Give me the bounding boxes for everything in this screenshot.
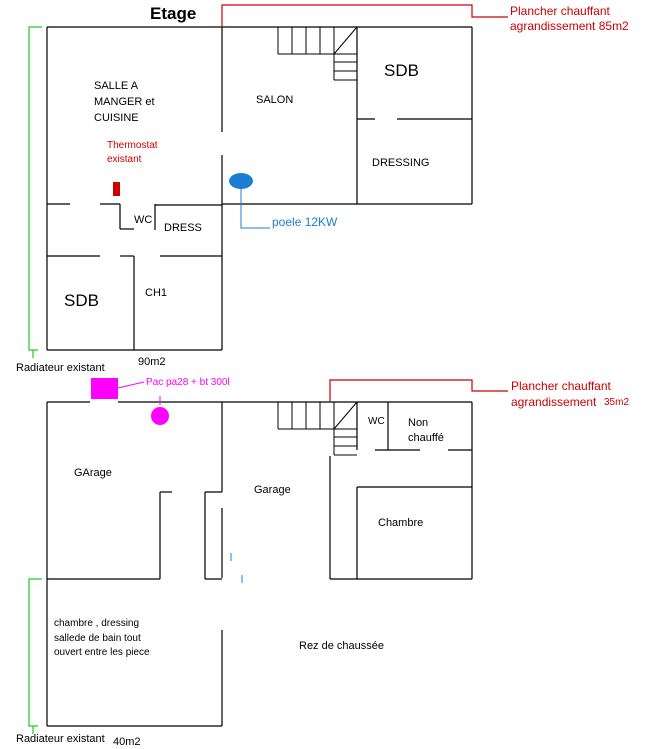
room-wc-upper-label: WC bbox=[134, 214, 152, 226]
room-dress-label: DRESS bbox=[164, 222, 202, 234]
radiator-lower-label: Radiateur existant bbox=[16, 733, 105, 745]
room-non-heated-label-2: chauffé bbox=[408, 432, 444, 444]
heat-pump-leader-line bbox=[117, 381, 145, 389]
thermostat-label-2: existant bbox=[107, 154, 142, 165]
upper-floor-title: Etage bbox=[150, 4, 196, 23]
room-sdb-bottom-label: SDB bbox=[64, 291, 99, 310]
upper-floor: Etage bbox=[16, 4, 629, 374]
ground-staircase bbox=[277, 401, 358, 456]
floor-heating-lower-bracket bbox=[329, 379, 508, 402]
heat-pump-label: Pac pa28 + bt 300l bbox=[146, 377, 230, 388]
heat-pump-icon bbox=[91, 378, 118, 399]
water-tank-icon bbox=[151, 407, 169, 425]
room-dining-label-1: SALLE A bbox=[94, 80, 139, 92]
stove-label: poele 12KW bbox=[272, 215, 338, 229]
radiator-upper-line bbox=[28, 26, 42, 351]
room-chambre-label: Chambre bbox=[378, 517, 423, 529]
floor-heating-upper-label-2: agrandissement 85m2 bbox=[510, 19, 629, 33]
room-wc-ground-label: WC bbox=[368, 416, 385, 427]
floor-heating-upper-label-1: Plancher chauffant bbox=[510, 4, 611, 18]
room-open-area-label-2: salledе de bain tout bbox=[54, 633, 141, 644]
ground-floor-walls bbox=[46, 401, 473, 727]
room-garage-center-label: Garage bbox=[254, 484, 291, 496]
floor-heating-lower-label-2: agrandissement bbox=[511, 395, 597, 409]
floor-heating-lower-label-1: Plancher chauffant bbox=[511, 379, 612, 393]
upper-staircase bbox=[277, 26, 358, 81]
room-dining-label-3: CUISINE bbox=[94, 112, 139, 124]
thermostat-label-1: Thermostat bbox=[107, 140, 158, 151]
radiator-lower-line bbox=[28, 578, 42, 727]
room-open-area-label-1: chambre , dressing bbox=[54, 618, 139, 629]
stove-leader-line bbox=[240, 189, 270, 229]
thermostat-icon bbox=[113, 182, 120, 196]
room-dining-label-2: MANGER et bbox=[94, 96, 155, 108]
room-ch1-label: CH1 bbox=[145, 287, 167, 299]
room-open-area-label-3: ouvert entre les piece bbox=[54, 647, 150, 658]
room-sdb-top-label: SDB bbox=[384, 61, 419, 80]
room-dressing-label: DRESSING bbox=[372, 157, 429, 169]
ground-floor: GArage Garage WC Non chauffé Chambre cha… bbox=[16, 377, 629, 748]
room-garage-left-label: GArage bbox=[74, 467, 112, 479]
floor-heating-lower-area: 35m2 bbox=[604, 397, 629, 408]
ground-floor-title: Rez de chaussée bbox=[299, 640, 384, 652]
room-non-heated-label-1: Non bbox=[408, 417, 428, 429]
floor-heating-upper-bracket bbox=[221, 4, 508, 27]
upper-floor-walls bbox=[46, 26, 473, 351]
stove-icon bbox=[229, 173, 253, 189]
room-salon-label: SALON bbox=[256, 94, 293, 106]
radiator-upper-label: Radiateur existant bbox=[16, 362, 105, 374]
lower-area-label: 40m2 bbox=[113, 736, 141, 748]
upper-area-label: 90m2 bbox=[138, 356, 166, 368]
